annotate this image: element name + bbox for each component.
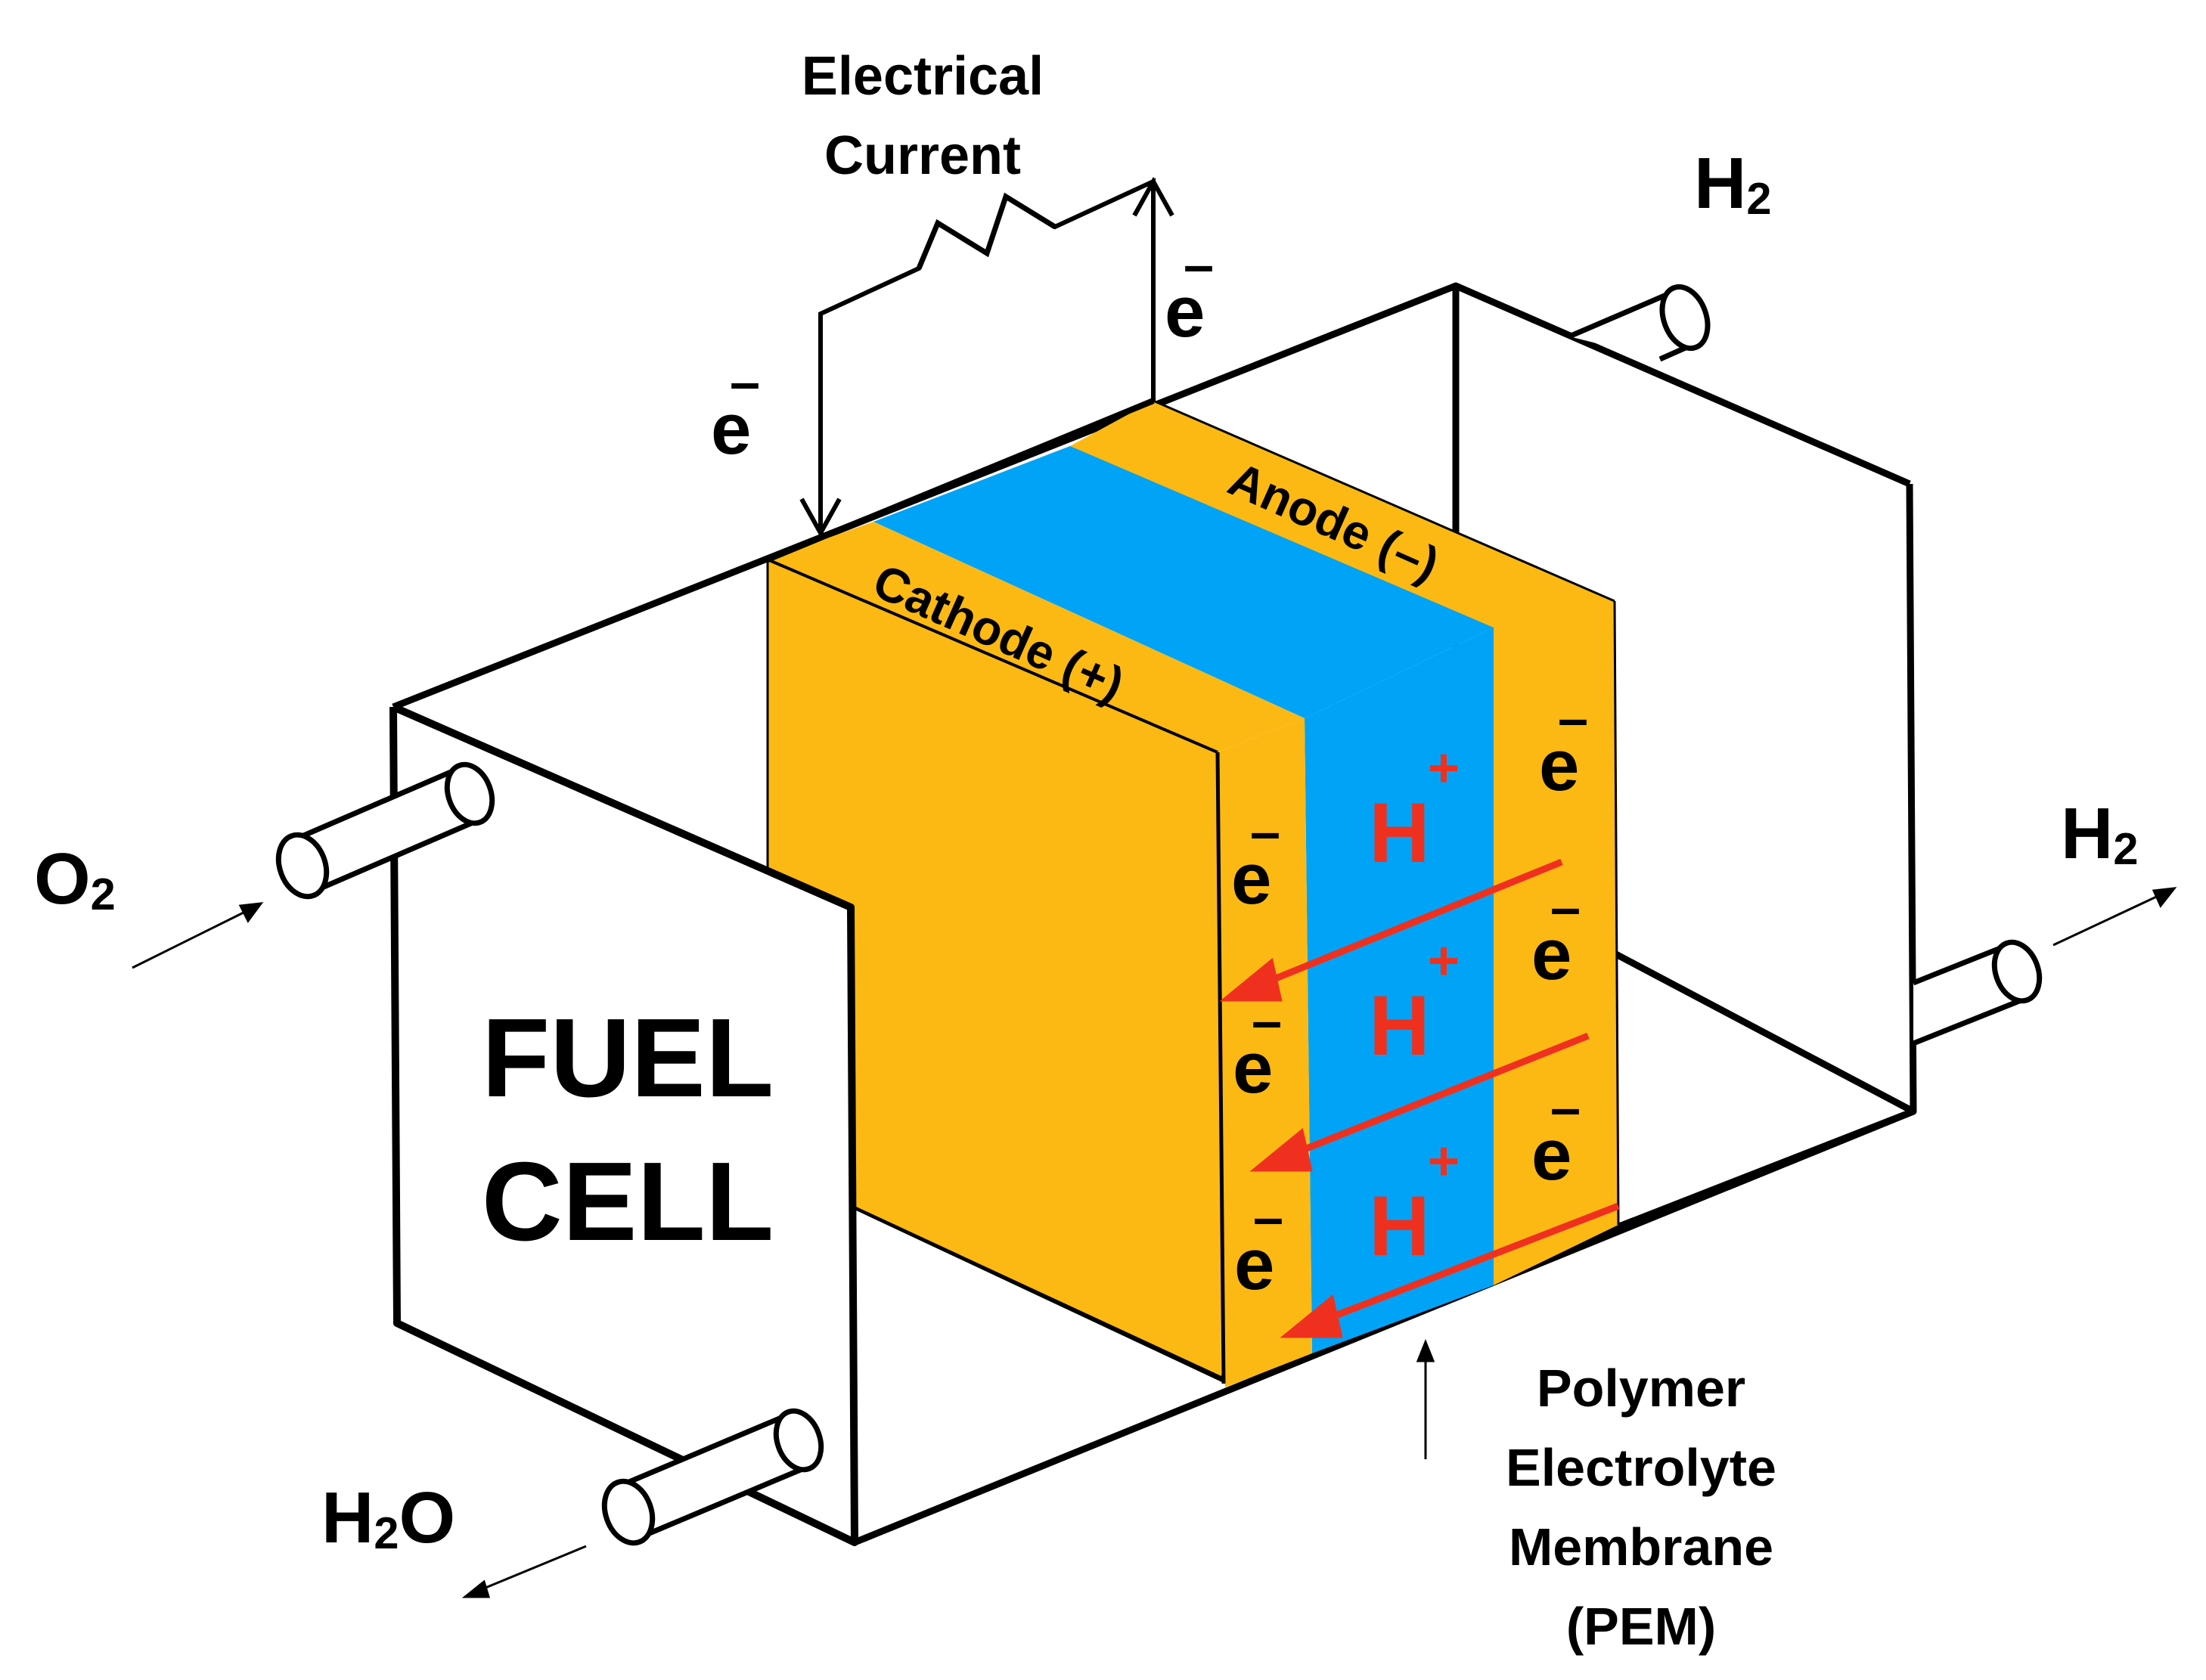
electron-cathode-2: e – (1233, 991, 1282, 1108)
stack-edge-cathode-front (1215, 752, 1226, 1384)
electrical-current-label-line2: Current (824, 126, 1021, 186)
membrane-top-face (873, 446, 1494, 718)
svg-text:e: e (1233, 1028, 1273, 1108)
arrow-up-icon (1132, 176, 1174, 217)
anode-front-face (1494, 601, 1618, 1285)
electron-labels: e – e – e – e – e – e – e – e – (711, 235, 1588, 1305)
svg-text:–: – (1558, 689, 1588, 749)
pem-label-line3: Membrane (1509, 1517, 1773, 1576)
electron-anode-1: e – (1539, 689, 1588, 806)
svg-text:+: + (1428, 738, 1460, 798)
proton-1: H + (1369, 738, 1460, 880)
proton-arrow-3 (1280, 1202, 1620, 1338)
svg-text:+: + (1428, 1131, 1460, 1192)
hydrogen-outlet-pipe (1912, 939, 2043, 1046)
proton-arrow-2 (1249, 1032, 1590, 1172)
housing-inner-bottom-left (853, 1202, 1227, 1384)
svg-text:+: + (1428, 931, 1460, 991)
electron-anode-2: e – (1531, 878, 1581, 995)
svg-text:–: – (1250, 802, 1280, 863)
hydrogen-inlet-pipe (1568, 284, 1711, 362)
hydrogen-inlet-label: H2 (1694, 143, 1771, 224)
svg-text:–: – (1550, 1078, 1581, 1139)
housing-top-front-edge (766, 398, 1155, 563)
pem-label-line2: Electrolyte (1506, 1438, 1776, 1497)
cathode-side-face (768, 559, 1221, 1376)
svg-text:e: e (1531, 914, 1572, 995)
arrow-icon (2052, 887, 2177, 947)
svg-text:e: e (1539, 725, 1579, 806)
electron-circuit-left: e – (711, 352, 760, 470)
hydrogen-outlet-label: H2 (2061, 793, 2138, 874)
water-outlet-pipe (601, 1408, 824, 1546)
proton-flow-arrows (1219, 858, 1620, 1338)
electrode-stack (766, 399, 1620, 1387)
stack-edge-anode-top (1153, 399, 1615, 603)
svg-text:e: e (1531, 1114, 1572, 1195)
electron-cathode-1: e – (1231, 802, 1280, 919)
water-label: H2O (321, 1477, 455, 1558)
housing-left-front-frame (389, 703, 858, 1546)
resistor-zigzag-icon (916, 192, 1056, 270)
svg-text:e: e (1234, 1224, 1274, 1305)
arrow-icon (461, 1545, 587, 1598)
proton-arrow-1 (1219, 858, 1563, 1002)
svg-text:–: – (1253, 1188, 1283, 1248)
electron-anode-3: e – (1531, 1078, 1581, 1195)
proton-2: H + (1369, 931, 1460, 1073)
svg-text:e: e (1231, 838, 1271, 919)
gas-flow-arrows (132, 887, 2177, 1598)
stack-edge-cathode-top (767, 558, 1218, 754)
arrow-icon (132, 902, 264, 969)
svg-text:H: H (1369, 1179, 1430, 1273)
oxygen-inlet-pipe (275, 761, 495, 900)
arrow-down-icon (799, 497, 842, 538)
proton-3: H + (1369, 1131, 1460, 1273)
housing-front-frame (389, 398, 1155, 1546)
anode-top-face (1070, 401, 1615, 650)
pem-label-line4: (PEM) (1566, 1597, 1716, 1656)
cathode-front-face (1218, 718, 1312, 1387)
electron-circuit-right: e – (1165, 235, 1214, 352)
fuel-cell-title-line2: CELL (482, 1139, 774, 1264)
arrow-icon (1416, 1338, 1435, 1459)
stack-edge-anode-right (1613, 600, 1620, 1226)
electrical-current-label-line1: Electrical (802, 46, 1044, 107)
oxygen-label: O2 (34, 838, 116, 919)
svg-text:–: – (1252, 991, 1282, 1052)
cathode-top-face (768, 522, 1305, 752)
svg-text:–: – (730, 352, 760, 413)
fuel-cell-title-line1: FUEL (482, 996, 774, 1121)
external-circuit (799, 176, 1174, 538)
svg-text:–: – (1550, 878, 1581, 938)
svg-text:e: e (1165, 271, 1205, 352)
svg-text:H: H (1369, 786, 1430, 880)
electron-cathode-3: e – (1234, 1188, 1283, 1305)
svg-text:–: – (1184, 235, 1214, 296)
pipes (275, 284, 2043, 1546)
svg-text:e: e (711, 389, 751, 470)
svg-text:H: H (1369, 978, 1430, 1073)
proton-labels: H + H + H + (1369, 738, 1460, 1273)
pem-label-line1: Polymer (1537, 1359, 1745, 1418)
membrane-front-face (1305, 628, 1494, 1353)
